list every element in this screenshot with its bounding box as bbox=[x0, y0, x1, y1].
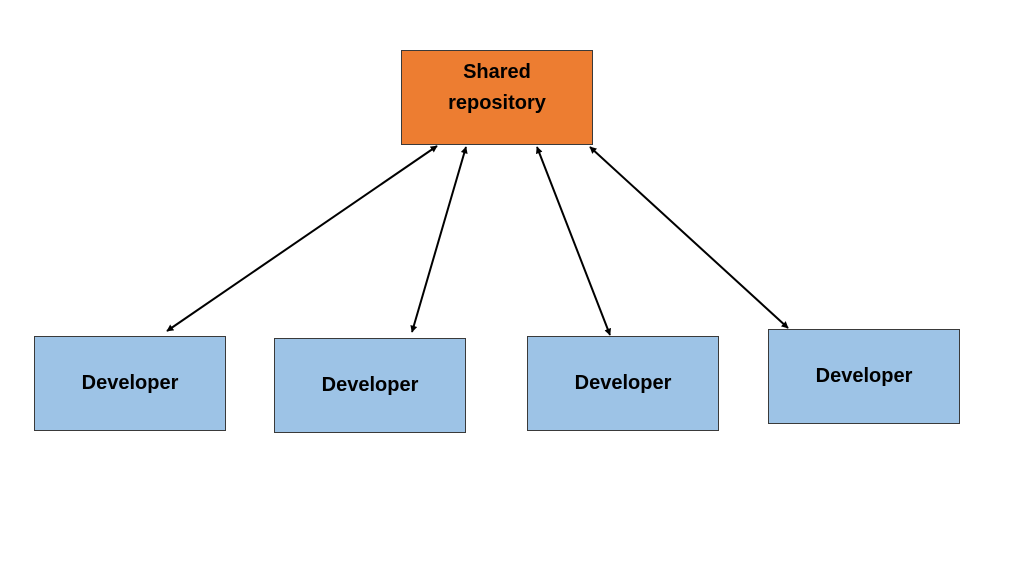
developer-label-1: Developer bbox=[81, 372, 179, 394]
developer-node-2[interactable]: Developer bbox=[274, 338, 466, 433]
connector-repo-developer-3 bbox=[536, 146, 611, 336]
shared-repository-label: Shared repository bbox=[448, 61, 546, 114]
connector-repo-developer-4 bbox=[589, 146, 789, 329]
developer-label-3: Developer bbox=[574, 372, 672, 394]
developer-node-4[interactable]: Developer bbox=[768, 329, 960, 424]
connector-repo-developer-2 bbox=[410, 146, 468, 333]
developer-node-3[interactable]: Developer bbox=[527, 336, 719, 431]
shared-repository-node[interactable]: Shared repository bbox=[401, 50, 593, 145]
developer-label-2: Developer bbox=[321, 374, 419, 396]
developer-node-1[interactable]: Developer bbox=[34, 336, 226, 431]
connector-repo-developer-1 bbox=[166, 145, 438, 332]
developer-label-4: Developer bbox=[815, 365, 913, 387]
